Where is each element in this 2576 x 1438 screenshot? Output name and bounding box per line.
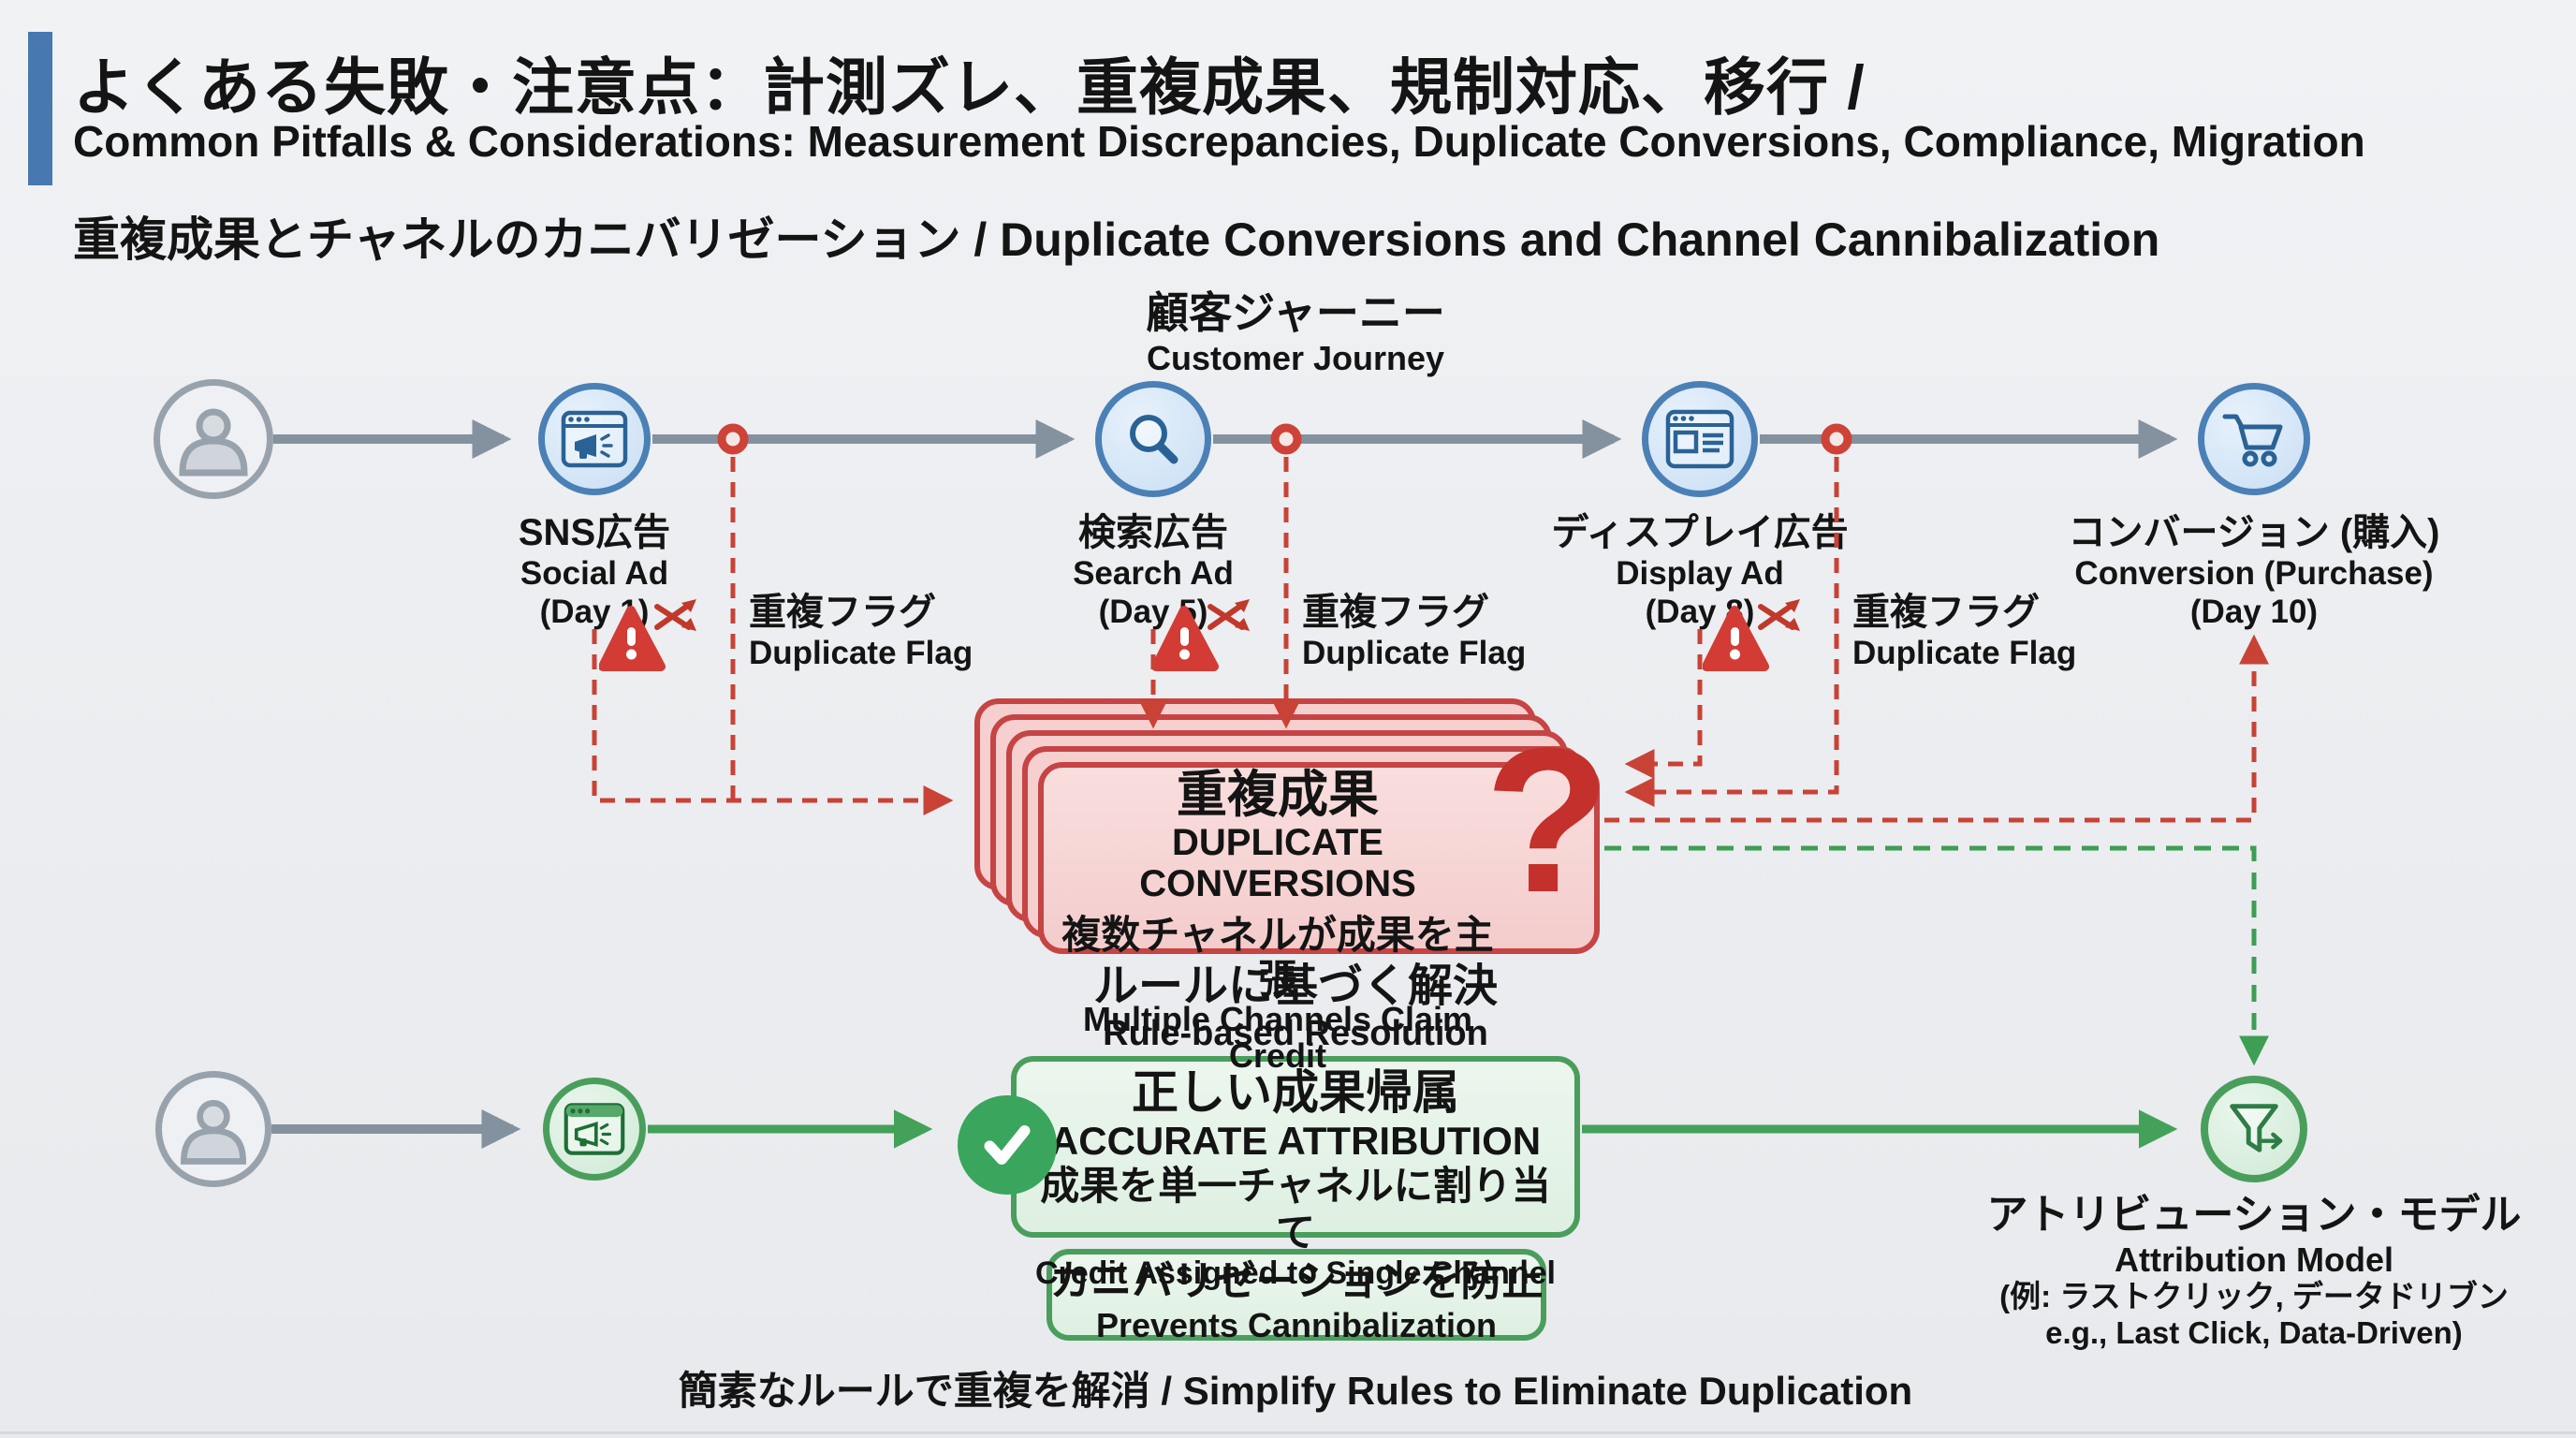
label-display-ad: ディスプレイ広告 Display Ad (Day 8) [1475, 511, 1925, 632]
node-conversion [2198, 383, 2310, 495]
prevent-box-ja: カニバリゼーションを防止 [1049, 1258, 1544, 1304]
bottom-edge-line [0, 1431, 2576, 1434]
check-circle [958, 1095, 1057, 1195]
label-display-ad-ja: ディスプレイ広告 [1551, 512, 1849, 553]
footer-caption: 簡素なルールで重複を解消 / Simplify Rules to Elimina… [678, 1369, 1913, 1413]
duplicate-flag-en: Duplicate Flag [1852, 635, 2077, 671]
label-conversion: コンバージョン (購入) Conversion (Purchase) (Day … [1992, 511, 2516, 632]
customer-journey-heading-en: Customer Journey [1146, 338, 1445, 377]
duplicate-card-en: DUPLICATE CONVERSIONS [1139, 822, 1416, 905]
user-avatar-top [154, 379, 273, 499]
page-title-en: Common Pitfalls & Considerations: Measur… [73, 117, 2365, 166]
label-search-ad-en: Search Ad [1073, 555, 1234, 592]
title-accent-bar [28, 32, 52, 185]
duplicate-flag-text-3: 重複フラグ Duplicate Flag [1852, 592, 2076, 674]
node-search-ad [1095, 381, 1211, 497]
social-ad-icon [561, 410, 628, 468]
customer-journey-heading: 顧客ジャーニー Customer Journey [1015, 288, 1576, 378]
attribution-example-en: e.g., Last Click, Data-Driven) [2045, 1315, 2463, 1351]
accurate-box-en: ACCURATE ATTRIBUTION [1049, 1119, 1542, 1163]
label-search-ad: 検索広告 Search Ad (Day 5) [929, 511, 1378, 632]
prevent-box-en: Prevents Cannibalization [1095, 1305, 1498, 1344]
section-subtitle: 重複成果とチャネルのカニバリゼーション / Duplicate Conversi… [73, 213, 2160, 266]
cart-icon [2222, 414, 2283, 467]
attribution-model-text: アトリビューション・モデル Attribution Model (例: ラストク… [1964, 1191, 2544, 1352]
accurate-attribution-text: 正しい成果帰属 ACCURATE ATTRIBUTION 成果を単一チャネルに割… [1030, 1066, 1561, 1292]
label-conversion-en: Conversion (Purchase) [2074, 555, 2434, 592]
search-ad-icon [1130, 415, 1178, 464]
duplicate-card-ja2: 複数チャネルが成果を主張 [1061, 913, 1494, 1001]
warning-shuffle-icon [1151, 599, 1250, 671]
duplicate-flag-ja: 重複フラグ [1852, 592, 2040, 633]
warning-shuffle-icon [1702, 599, 1800, 671]
label-display-ad-en: Display Ad [1616, 555, 1784, 592]
duplicate-flag-text-2: 重複フラグ Duplicate Flag [1302, 592, 1526, 674]
attribution-en: Attribution Model [2115, 1240, 2393, 1279]
accurate-box-ja2: 成果を単一チャネルに割り当て [1040, 1164, 1551, 1255]
resolution-heading-en: Rule-based Resolution [1103, 1013, 1488, 1053]
prevents-cannibalization-text: カニバリゼーションを防止 Prevents Cannibalization [1046, 1258, 1546, 1344]
node-display-ad [1642, 381, 1758, 497]
person-icon [179, 408, 248, 477]
accurate-box-en2: Credit Assigned to Single Channel [1034, 1255, 1557, 1292]
duplicate-card-text: 重複成果 DUPLICATE CONVERSIONS 複数チャネルが成果を主張 … [1053, 768, 1502, 1075]
attribution-example-ja: (例: ラストクリック, データドリブン [1999, 1279, 2509, 1314]
label-conversion-ja: コンバージョン (購入) [2068, 512, 2440, 553]
duplicate-flag-ja: 重複フラグ [749, 592, 936, 633]
duplicate-flag-group-1 [598, 592, 711, 690]
green-ad-icon [564, 1103, 625, 1155]
page-title-ja: よくある失敗・注意点：計測ズレ、重複成果、規制対応、移行 / [73, 52, 1866, 122]
label-conversion-day: (Day 10) [2189, 594, 2319, 631]
duplicate-flag-group-2 [1151, 592, 1265, 690]
card-front [1038, 762, 1600, 954]
warning-shuffle-icon [598, 599, 696, 671]
duplicate-flag-en: Duplicate Flag [1302, 635, 1527, 671]
duplicate-flag-text-1: 重複フラグ Duplicate Flag [749, 592, 973, 674]
duplicate-flag-group-3 [1702, 592, 1815, 690]
attribution-ja: アトリビューション・モデル [1986, 1192, 2522, 1238]
accurate-box-ja: 正しい成果帰属 [1132, 1066, 1459, 1119]
label-search-ad-ja: 検索広告 [1078, 512, 1228, 553]
prevents-cannibalization-box [1046, 1249, 1546, 1341]
accurate-attribution-box [1011, 1056, 1580, 1238]
question-mark: ? [1485, 705, 1611, 935]
label-social-ad-en: Social Ad [520, 555, 669, 592]
duplicate-card-ja: 重複成果 [1177, 767, 1379, 823]
user-avatar-bottom [155, 1071, 271, 1187]
label-social-ad: SNS広告 Social Ad (Day 1) [370, 511, 819, 632]
label-social-ad-ja: SNS広告 [518, 512, 671, 553]
duplicate-flag-en: Duplicate Flag [749, 635, 973, 671]
customer-journey-heading-ja: 顧客ジャーニー [1146, 288, 1445, 337]
funnel-icon [2230, 1104, 2283, 1152]
duplicate-card-en2: Multiple Channels Claim Credit [1082, 999, 1473, 1076]
duplicate-flag-ja: 重複フラグ [1302, 592, 1489, 633]
node-social-ad [538, 383, 651, 495]
node-attribution-model [2201, 1076, 2307, 1182]
person-icon [181, 1099, 246, 1165]
node-single-channel-ad [543, 1078, 646, 1181]
checkmark-icon [984, 1125, 1031, 1165]
resolution-heading: ルールに基づく解決 Rule-based Resolution [1015, 961, 1576, 1056]
display-ad-icon [1665, 409, 1734, 469]
resolution-heading-ja: ルールに基づく解決 [1092, 961, 1498, 1011]
